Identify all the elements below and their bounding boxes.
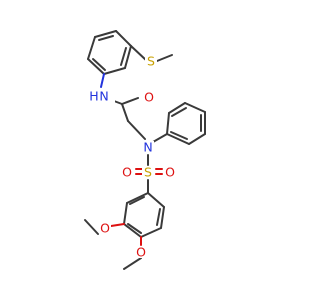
atom-carbonyl-o: O — [143, 90, 155, 105]
sulfonamide-core — [147, 133, 168, 166]
svg-text:S: S — [147, 54, 155, 69]
methylthio-group — [130, 45, 173, 62]
svg-text:O: O — [136, 245, 146, 260]
atom-amide-nh: H N — [89, 89, 115, 104]
atom-methoxy-o-upper: O — [99, 221, 111, 236]
atom-thioether-s: S — [145, 54, 157, 69]
atom-methoxy-o-lower: O — [135, 245, 147, 260]
atom-sulfonamide-n: N — [142, 140, 154, 155]
molecule-structure: S H N O N S O O O O — [84, 30, 206, 270]
atom-sulfonyl-o-left: O — [121, 165, 133, 180]
amide-linkage — [100, 73, 146, 140]
methylthiophenyl-ring — [87, 30, 132, 75]
svg-text:H: H — [89, 89, 98, 104]
sulfonyl-group — [135, 168, 163, 194]
svg-text:O: O — [100, 221, 110, 236]
atom-sulfonyl-s: S — [142, 165, 154, 180]
svg-text:N: N — [143, 140, 152, 155]
atom-sulfonyl-o-right: O — [164, 165, 176, 180]
svg-text:O: O — [122, 165, 132, 180]
svg-text:N: N — [99, 89, 108, 104]
dimethoxyphenyl-ring — [123, 192, 165, 238]
n-phenyl-ring — [166, 102, 206, 145]
methoxy-groups — [84, 219, 142, 270]
svg-text:O: O — [144, 90, 154, 105]
svg-text:S: S — [144, 165, 152, 180]
svg-text:O: O — [165, 165, 175, 180]
